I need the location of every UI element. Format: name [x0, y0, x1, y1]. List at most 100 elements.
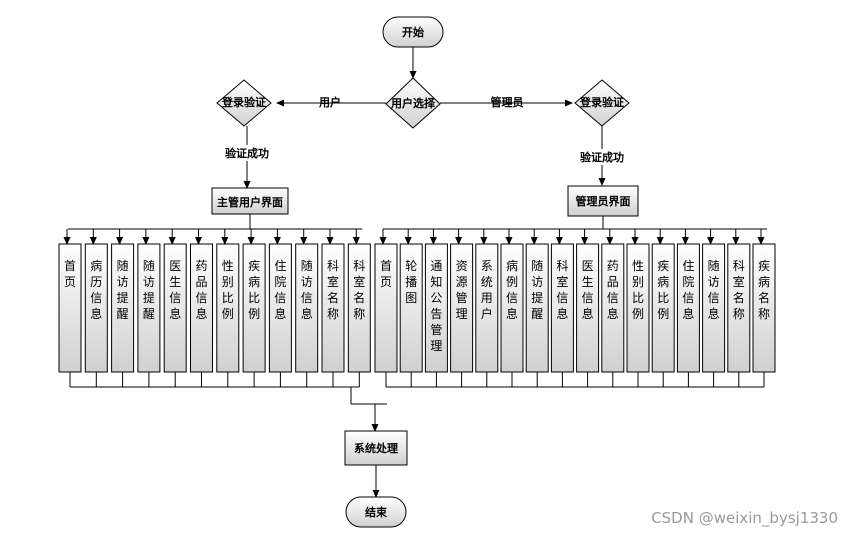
- admin-module-label: 资源管理: [456, 259, 468, 321]
- admin-module-box: [576, 243, 600, 373]
- admin-module-box: [601, 243, 625, 373]
- right-login-label: 登录验证: [579, 95, 624, 109]
- admin-module: 通知公告管理: [424, 243, 448, 373]
- admin-module-box: [702, 243, 726, 373]
- admin-module-label: 随访信息: [708, 258, 720, 321]
- branch-admin-label: 管理员: [491, 95, 524, 109]
- admin-module-label: 医生信息: [582, 259, 594, 321]
- user-module-box: [111, 243, 135, 373]
- user-module: 随访信息: [295, 243, 319, 373]
- user-module: 药品信息: [190, 243, 213, 373]
- admin-module-box: [676, 243, 700, 373]
- user-module: 随访提醒: [137, 243, 161, 373]
- admin-module-label: 通知公告管理: [430, 259, 442, 353]
- user-module: 住院信息: [268, 243, 292, 373]
- admin-module-label: 住院信息: [682, 259, 694, 321]
- admin-module-box: [651, 243, 675, 373]
- admin-module-box: [550, 243, 574, 373]
- user-module-box: [268, 243, 292, 373]
- admin-module-label: 科室名称: [733, 259, 745, 321]
- admin-module-box: [500, 243, 524, 373]
- user-module-label: 科室名称: [353, 259, 365, 321]
- user-module-label: 医生信息: [169, 259, 181, 321]
- start-node: 开始: [382, 16, 444, 48]
- admin-module: 性别比例: [626, 243, 650, 373]
- user-module-box: [190, 243, 213, 373]
- end-label: 结束: [364, 505, 388, 519]
- user-page-box: 主管用户界面: [211, 187, 289, 215]
- user-select-decision: 用户选择: [385, 77, 441, 129]
- admin-module: 资源管理: [450, 243, 474, 373]
- admin-module: 药品信息: [601, 243, 625, 373]
- admin-module-label: 随访提醒: [531, 258, 543, 321]
- admin-module-connectors: [379, 216, 767, 388]
- user-module-box: [321, 243, 345, 373]
- admin-module-box: [525, 243, 549, 373]
- admin-module: 系统用户: [475, 243, 499, 373]
- user-module-label: 首页: [64, 259, 76, 289]
- admin-module-label: 疾病名称: [758, 258, 770, 321]
- user-module-label: 疾病比例: [248, 258, 260, 321]
- admin-module-box: [626, 243, 650, 373]
- user-module-label: 随访提醒: [117, 258, 129, 321]
- user-module: 科室名称: [347, 243, 371, 373]
- process-label: 系统处理: [354, 441, 398, 455]
- admin-module-label: 轮播图: [405, 259, 417, 305]
- user-module-box: [137, 243, 161, 373]
- user-module-box: [216, 243, 240, 373]
- user-module-label: 病历信息: [90, 258, 102, 321]
- user-module-box: [58, 243, 82, 373]
- admin-module: 轮播图: [399, 243, 423, 373]
- user-module-label: 住院信息: [274, 259, 286, 321]
- admin-module-box: [450, 243, 474, 373]
- user-module-box: [163, 243, 187, 373]
- start-label: 开始: [402, 25, 424, 39]
- user-module: 首页: [58, 243, 82, 373]
- admin-module-box: [374, 243, 398, 373]
- admin-module-box: [727, 243, 751, 373]
- admin-page-box: 管理员界面: [567, 185, 639, 217]
- end-node: 结束: [345, 496, 407, 528]
- admin-module-box: [752, 243, 776, 373]
- process-box: 系统处理: [344, 430, 408, 466]
- admin-module: 科室名称: [727, 243, 751, 373]
- admin-module: 首页: [374, 243, 398, 373]
- user-page-label: 主管用户界面: [217, 195, 283, 209]
- admin-module-box: [475, 243, 499, 373]
- admin-module-box: [399, 243, 423, 373]
- user-module-box: [347, 243, 371, 373]
- user-module: 医生信息: [163, 243, 187, 373]
- user-module: 病历信息: [84, 243, 108, 373]
- user-module-label: 科室名称: [327, 259, 339, 321]
- right-login-decision: 登录验证: [574, 79, 630, 127]
- admin-module: 随访信息: [702, 243, 726, 373]
- admin-module-label: 疾病比例: [657, 258, 669, 321]
- admin-module-label: 病例信息: [506, 258, 518, 321]
- admin-module-label: 药品信息: [607, 259, 619, 321]
- left-verify-ok-label: 验证成功: [225, 146, 269, 160]
- user-module-label: 性别比例: [222, 259, 234, 321]
- admin-module: 医生信息: [576, 243, 600, 373]
- admin-module: 病例信息: [500, 243, 524, 373]
- admin-module: 疾病比例: [651, 243, 675, 373]
- user-module-box: [295, 243, 319, 373]
- user-module-box: [242, 243, 266, 373]
- left-login-label: 登录验证: [221, 95, 266, 109]
- user-module-label: 随访信息: [301, 258, 313, 321]
- branch-user-label: 用户: [319, 95, 341, 109]
- user-module-connectors: [63, 214, 363, 388]
- admin-module: 随访提醒: [525, 243, 549, 373]
- user-select-label: 用户选择: [391, 96, 436, 110]
- admin-page-label: 管理员界面: [576, 194, 631, 208]
- user-module: 科室名称: [321, 243, 345, 373]
- user-module-box: [84, 243, 108, 373]
- user-module: 性别比例: [216, 243, 240, 373]
- user-module-label: 随访提醒: [143, 258, 155, 321]
- user-module: 随访提醒: [111, 243, 135, 373]
- admin-module-label: 性别比例: [632, 259, 644, 321]
- admin-module-label: 系统用户: [481, 259, 493, 321]
- admin-module-label: 科室信息: [556, 259, 568, 321]
- user-module: 疾病比例: [242, 243, 266, 373]
